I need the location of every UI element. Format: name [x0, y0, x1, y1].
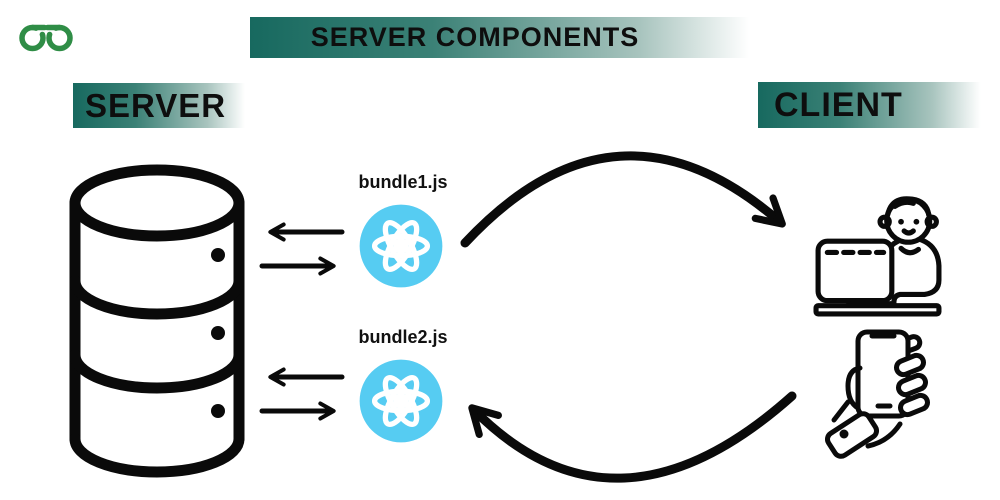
client-label-text: CLIENT	[774, 85, 903, 124]
arrow-left-icon	[268, 222, 345, 242]
cuff-button-dot	[839, 429, 849, 439]
geeksforgeeks-logo-icon	[19, 24, 73, 52]
arrow-right-icon	[259, 256, 336, 276]
person-at-computer-icon	[813, 196, 942, 317]
curved-arrow-client-to-server-icon	[468, 391, 797, 483]
title-banner: SERVER COMPONENTS	[250, 17, 770, 58]
hand-holding-phone-icon	[824, 329, 930, 459]
react-logo-icon	[359, 204, 443, 288]
react-logo-icon	[359, 359, 443, 443]
bundle1-label: bundle1.js	[358, 172, 448, 192]
arrow-right-icon	[259, 401, 336, 421]
server-label-text: SERVER	[85, 86, 227, 124]
bundle2-label: bundle2.js	[358, 327, 448, 347]
curved-arrow-server-to-client-icon	[460, 151, 786, 248]
database-cylinder-icon	[69, 164, 245, 478]
client-label: CLIENT	[758, 82, 990, 128]
server-label: SERVER	[73, 83, 252, 128]
arrow-left-icon	[268, 367, 345, 387]
page-title: SERVER COMPONENTS	[310, 22, 640, 52]
